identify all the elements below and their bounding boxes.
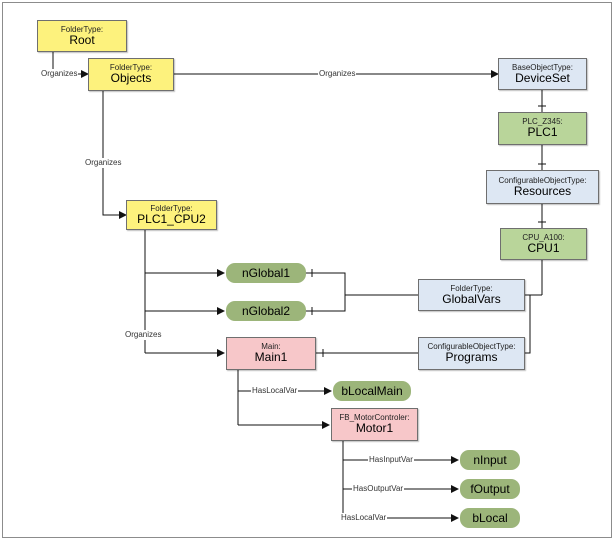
node-motor1[interactable]: FB_MotorControler: Motor1 xyxy=(331,408,418,441)
node-name: Resources xyxy=(513,183,572,198)
edge-globalvars-nglobal xyxy=(306,272,346,312)
edge-label-organizes: Organizes xyxy=(84,158,123,168)
node-plc1-cpu2[interactable]: FolderType: PLC1_CPU2 xyxy=(126,200,217,230)
node-type: ConfigurableObjectType: xyxy=(498,175,587,185)
var-foutput[interactable]: fOutput xyxy=(460,479,520,499)
node-globalvars[interactable]: FolderType: GlobalVars xyxy=(418,279,525,311)
node-cpu1[interactable]: CPU_A100: CPU1 xyxy=(500,228,587,260)
edge-label-organizes: Organizes xyxy=(124,330,163,340)
node-type: FB_MotorControler: xyxy=(339,413,410,422)
node-type: CPU_A100: xyxy=(522,232,565,242)
node-type: ConfigurableObjectType: xyxy=(427,342,516,351)
edge-cpu1-programs xyxy=(525,295,531,354)
node-type: Main: xyxy=(261,342,281,351)
node-root[interactable]: FolderType: Root xyxy=(37,20,127,52)
node-name: GlobalVars xyxy=(442,291,501,306)
node-resources[interactable]: ConfigurableObjectType: Resources xyxy=(486,170,599,204)
node-name: PLC1 xyxy=(527,125,558,140)
node-name: CPU1 xyxy=(527,240,560,255)
node-type: PLC_Z345: xyxy=(522,117,563,126)
node-name: Motor1 xyxy=(355,421,394,436)
edge-label-haslocalvar: HasLocalVar xyxy=(340,513,388,523)
node-name: Objects xyxy=(110,71,152,86)
node-plc1[interactable]: PLC_Z345: PLC1 xyxy=(498,112,587,145)
node-type: FolderType: xyxy=(109,63,153,72)
var-ninput[interactable]: nInput xyxy=(460,450,520,470)
var-nglobal2[interactable]: nGlobal2 xyxy=(226,301,306,321)
edge-label-organizes: Organizes xyxy=(318,69,357,79)
node-name: Programs xyxy=(445,350,498,365)
edge-label-hasinputvar: HasInputVar xyxy=(368,455,414,465)
node-name: DeviceSet xyxy=(515,70,570,85)
edge-label-haslocalvar: HasLocalVar xyxy=(251,386,299,396)
node-name: Root xyxy=(69,32,95,47)
var-blocal[interactable]: bLocal xyxy=(460,508,520,528)
node-type: FolderType: xyxy=(60,24,104,34)
node-name: Main1 xyxy=(254,350,288,365)
edge-label-organizes: Organizes xyxy=(40,69,79,79)
var-blocalmain[interactable]: bLocalMain xyxy=(333,381,411,401)
node-main1[interactable]: Main: Main1 xyxy=(226,337,316,370)
var-nglobal1[interactable]: nGlobal1 xyxy=(226,263,306,283)
node-type: FolderType: xyxy=(150,203,193,213)
node-objects[interactable]: FolderType: Objects xyxy=(88,58,174,91)
node-deviceset[interactable]: BaseObjectType: DeviceSet xyxy=(498,58,587,90)
edge-objects-plc1cpu2 xyxy=(102,91,127,219)
node-type: FolderType: xyxy=(450,283,493,293)
edge-label-hasoutputvar: HasOutputVar xyxy=(352,484,405,494)
node-type: BaseObjectType: xyxy=(512,62,573,72)
node-name: PLC1_CPU2 xyxy=(137,211,206,226)
node-programs[interactable]: ConfigurableObjectType: Programs xyxy=(418,337,525,370)
